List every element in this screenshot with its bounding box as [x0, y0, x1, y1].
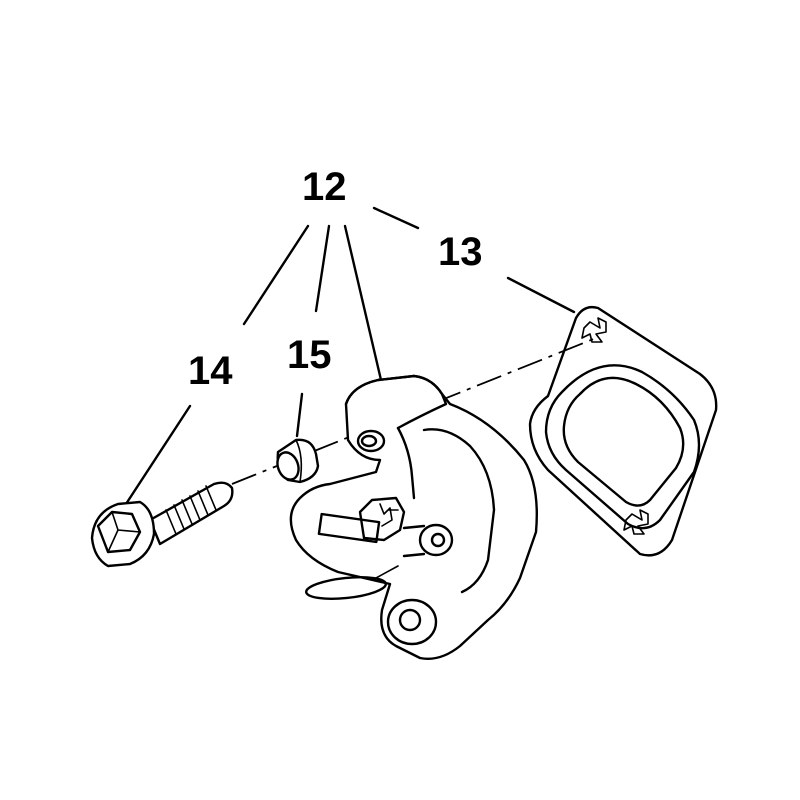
- callout-15: 15: [287, 333, 332, 377]
- gasket-part-13: [528, 305, 718, 557]
- sensor-plug-body: [402, 524, 426, 558]
- leader-lines: [124, 206, 576, 506]
- housing-top-boss: [344, 374, 448, 430]
- housing-lower-boss: [386, 598, 438, 646]
- bolt-part-14: [90, 481, 234, 568]
- bolt-shank: [148, 481, 234, 546]
- gasket-port-opening: [562, 376, 685, 507]
- leader-15-to-bushing: [295, 392, 304, 438]
- sensor-plug-inner: [430, 532, 446, 548]
- bushing-edge: [295, 439, 303, 483]
- bushing-part-15: [276, 438, 320, 484]
- o-ring: [305, 576, 387, 600]
- leader-12-to-14: [242, 224, 310, 326]
- housing-part-12: [289, 374, 538, 660]
- bushing-face: [276, 451, 300, 481]
- callout-12: 12: [302, 165, 347, 209]
- leader-12-to-15: [314, 224, 331, 313]
- sensor-plug: [418, 523, 454, 557]
- sensor-clip: [379, 503, 399, 527]
- sensor-connector: [358, 496, 406, 542]
- gasket-inner-bead: [544, 364, 701, 530]
- housing-right-flange: [422, 428, 496, 594]
- gasket-outline: [528, 305, 718, 557]
- leader-12-to-housing: [343, 224, 383, 382]
- bolt-threads: [165, 485, 217, 535]
- housing-side-edge: [396, 426, 416, 500]
- housing-lower-boss-hole: [398, 608, 422, 632]
- housing-bolt-hole-inner: [360, 434, 378, 448]
- leader-14-to-bolt: [124, 404, 192, 506]
- gasket-lower-hole-icon: [623, 509, 649, 535]
- leader-12-to-13: [372, 206, 420, 230]
- leader-13-to-gasket: [506, 276, 576, 314]
- callout-13: 13: [438, 230, 483, 274]
- callout-14: 14: [188, 349, 233, 393]
- o-ring-lead: [375, 565, 399, 579]
- bolt-hex-edges: [107, 511, 141, 553]
- gasket-upper-hole-icon: [581, 317, 607, 343]
